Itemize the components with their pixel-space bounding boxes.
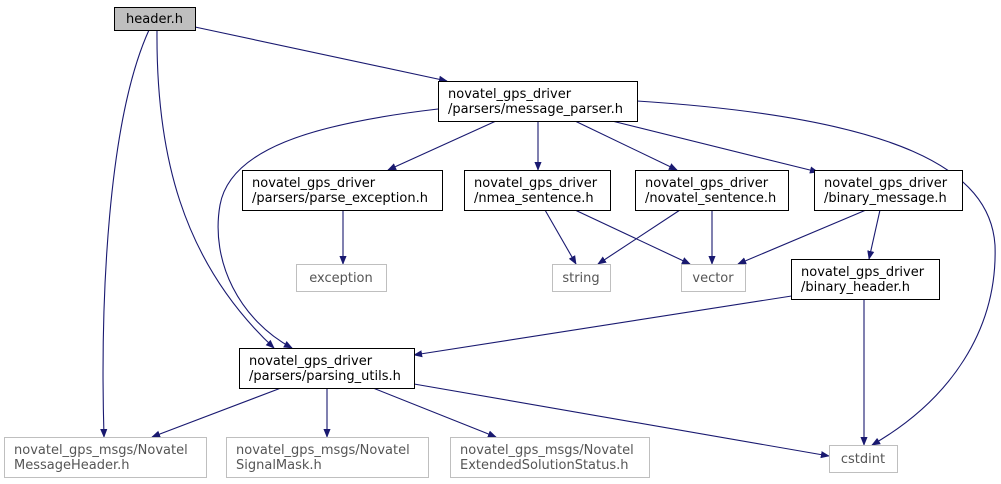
node-label-line: vector	[692, 271, 734, 286]
node-box	[114, 7, 196, 31]
node-label-line: MessageHeader.h	[14, 458, 130, 473]
node-box	[4, 437, 207, 478]
node-label-line: header.h	[126, 12, 183, 27]
node-box	[239, 348, 415, 389]
node-novatel-sentence[interactable]: novatel_gps_driver/novatel_sentence.h	[635, 170, 789, 211]
nodes-layer: header.h novatel_gps_driver/parsers/messa…	[4, 7, 963, 478]
edge-message-parser-to-cstdint	[636, 100, 996, 446]
node-label-line: novatel_gps_driver	[448, 87, 572, 102]
edge-novatel-sentence-to-string	[597, 209, 681, 265]
node-label-line: novatel_gps_driver	[824, 176, 948, 191]
edge-parsing-utils-to-cstdint	[413, 383, 830, 459]
node-label-line: /parsers/parse_exception.h	[252, 191, 428, 206]
edge-nmea-sentence-to-string	[544, 209, 577, 265]
edge-header-to-parsing-utils	[156, 29, 275, 349]
node-header[interactable]: header.h	[114, 7, 196, 31]
edge-header-to-message-parser	[194, 26, 448, 83]
node-string: string	[552, 264, 611, 292]
node-label-line: novatel_gps_driver	[801, 265, 925, 280]
node-label-line: ExtendedSolutionStatus.h	[460, 458, 629, 473]
node-exception: exception	[296, 264, 387, 292]
node-message-parser[interactable]: novatel_gps_driver/parsers/message_parse…	[438, 81, 638, 122]
node-box	[814, 170, 963, 211]
node-label-line: /novatel_sentence.h	[645, 191, 776, 206]
node-vector: vector	[681, 264, 746, 292]
node-label-line: /binary_header.h	[801, 280, 910, 295]
edge-parsing-utils-to-ext-status	[372, 387, 497, 438]
edge-parsing-utils-to-msg-header	[151, 387, 282, 438]
edge-nmea-sentence-to-vector	[574, 209, 691, 265]
node-label-line: /parsers/message_parser.h	[448, 102, 623, 117]
node-box	[450, 437, 650, 478]
node-label-line: string	[562, 271, 599, 286]
node-label-line: novatel_gps_driver	[252, 176, 376, 191]
node-label-line: novatel_gps_msgs/Novatel	[460, 443, 634, 458]
node-label-line: cstdint	[841, 452, 885, 467]
edge-binary-message-to-binary-header	[867, 209, 881, 260]
node-box	[829, 445, 898, 473]
node-label-line: novatel_gps_msgs/Novatel	[236, 443, 410, 458]
edges-layer	[100, 26, 996, 459]
node-label-line: novatel_gps_driver	[645, 176, 769, 191]
node-box	[464, 170, 611, 211]
edge-header-to-msg-header	[100, 29, 150, 438]
node-label-line: /nmea_sentence.h	[474, 191, 594, 206]
edge-message-parser-to-parsing-utils	[217, 108, 439, 349]
node-box	[635, 170, 789, 211]
node-binary-header[interactable]: novatel_gps_driver/binary_header.h	[791, 259, 940, 300]
node-parse-exception[interactable]: novatel_gps_driver/parsers/parse_excepti…	[242, 170, 443, 211]
edge-message-parser-to-novatel-sentence	[574, 120, 678, 171]
edge-message-parser-to-binary-message	[611, 120, 819, 174]
edge-binary-message-to-vector	[737, 209, 867, 265]
node-box	[791, 259, 940, 300]
node-binary-message[interactable]: novatel_gps_driver/binary_message.h	[814, 170, 963, 211]
node-label-line: /parsers/parsing_utils.h	[249, 369, 401, 384]
node-box	[438, 81, 638, 122]
node-label-line: SignalMask.h	[236, 458, 322, 473]
edge-binary-header-to-parsing-utils	[413, 294, 799, 358]
node-box	[242, 170, 443, 211]
node-label-line: novatel_gps_msgs/Novatel	[14, 443, 188, 458]
edge-message-parser-to-parse-exception	[387, 120, 497, 171]
node-label-line: novatel_gps_driver	[474, 176, 598, 191]
node-box	[296, 264, 387, 292]
node-label-line: exception	[309, 271, 373, 286]
node-box	[681, 264, 746, 292]
node-label-line: novatel_gps_driver	[249, 354, 373, 369]
node-ext-status: novatel_gps_msgs/NovatelExtendedSolution…	[450, 437, 650, 478]
node-parsing-utils[interactable]: novatel_gps_driver/parsers/parsing_utils…	[239, 348, 415, 389]
node-nmea-sentence[interactable]: novatel_gps_driver/nmea_sentence.h	[464, 170, 611, 211]
node-box	[226, 437, 429, 478]
node-box	[552, 264, 611, 292]
node-label-line: /binary_message.h	[824, 191, 947, 206]
node-cstdint: cstdint	[829, 445, 898, 473]
